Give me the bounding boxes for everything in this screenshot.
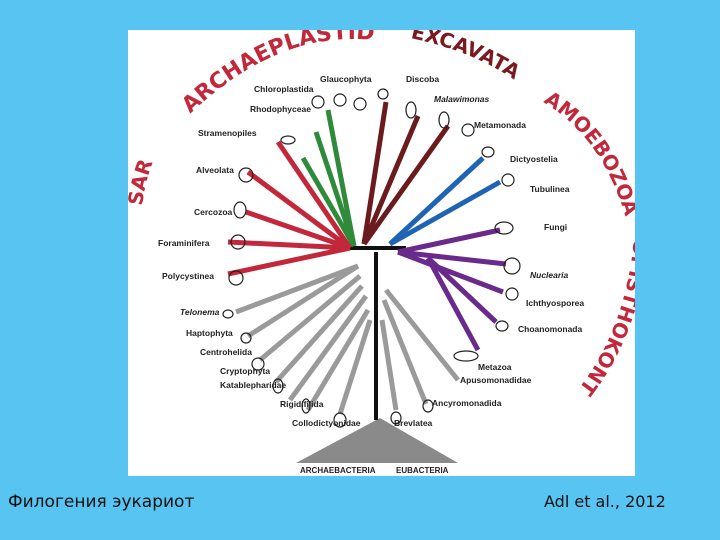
label-telonema: Telonema [180, 307, 220, 317]
label-ichthyosporea: Ichthyosporea [526, 298, 584, 308]
label-discoba: Discoba [406, 74, 439, 84]
label-stramenopiles: Stramenopiles [198, 128, 257, 138]
label-brevlatea: Brevlatea [394, 418, 433, 428]
label-ancyromonadida: Ancyromonadida [432, 398, 502, 408]
label-fungi: Fungi [544, 222, 567, 232]
label-tubulinea: Tubulinea [530, 184, 570, 194]
label-choanomonada: Choanomonada [518, 324, 582, 334]
label-chloroplastida: Chloroplastida [254, 84, 314, 94]
opisthokonta-branches [397, 227, 507, 352]
label-cryptophyta: Cryptophyta [220, 366, 270, 376]
label-metazoa: Metazoa [478, 362, 512, 372]
label-rigidifilida: Rigidifilida [280, 399, 324, 409]
label-rhodophyceae: Rhodophyceae [250, 104, 311, 114]
label-centrohelida: Centrohelida [200, 347, 252, 357]
supergroup-amoebozoa: AMOEBOZOA [540, 86, 635, 219]
label-haptophyta: Haptophyta [186, 328, 233, 338]
label-apusomonadidae: Apusomonadidae [460, 375, 532, 385]
label-alveolata: Alveolata [196, 165, 234, 175]
phylogeny-tree: ARCHAEPLASTIDA EXCAVATA AMOEBOZOA OPISTH… [128, 30, 635, 475]
sar-branches [227, 140, 353, 277]
bacteria-mound [296, 418, 458, 463]
archaeplastida-branches [300, 109, 357, 248]
label-nuclearia: Nuclearia [530, 270, 569, 280]
supergroup-sar: SAR [128, 156, 157, 207]
other-branches [235, 263, 460, 415]
caption-citation: Adl et al., 2012 [544, 492, 666, 511]
label-archaebacteria: ARCHAEBACTERIA [300, 466, 376, 475]
excavata-branches [361, 101, 451, 246]
caption-title: Филогения эукариот [8, 492, 195, 512]
label-foraminifera: Foraminifera [158, 238, 210, 248]
label-katablepharidae: Katablepharidae [220, 380, 286, 390]
label-collodictyonidae: Collodictyonidae [292, 418, 361, 428]
label-polycystinea: Polycystinea [162, 271, 214, 281]
label-malawimonas: Malawimonas [434, 94, 490, 104]
label-dictyostelia: Dictyostelia [510, 154, 558, 164]
phylogeny-panel: ARCHAEPLASTIDA EXCAVATA AMOEBOZOA OPISTH… [128, 30, 635, 476]
label-eubacteria: EUBACTERIA [396, 466, 449, 475]
amoebozoa-branches [388, 156, 502, 247]
label-glaucophyta: Glaucophyta [320, 74, 372, 84]
organism-icons [222, 88, 521, 428]
label-metamonada: Metamonada [474, 120, 526, 130]
label-cercozoa: Cercozoa [194, 207, 233, 217]
